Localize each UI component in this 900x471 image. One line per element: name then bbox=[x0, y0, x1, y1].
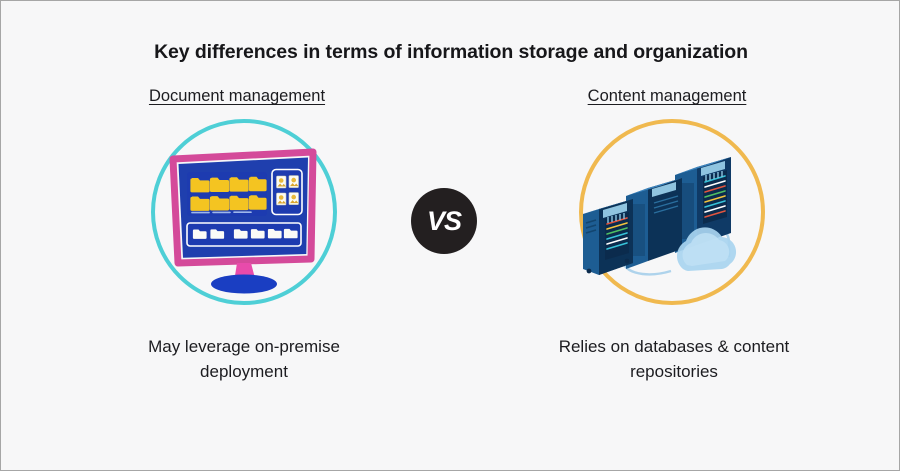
versus-label: VS bbox=[426, 205, 462, 236]
page-title: Key differences in terms of information … bbox=[154, 41, 748, 63]
left-column-caption: May leverage on-premise deployment bbox=[148, 337, 340, 381]
right-illustration-container bbox=[579, 119, 765, 305]
left-illustration-container bbox=[151, 119, 337, 305]
left-ring bbox=[151, 119, 337, 305]
server-racks-with-cloud-icon bbox=[579, 119, 765, 305]
right-ring bbox=[579, 119, 765, 305]
versus-badge: VS bbox=[411, 188, 477, 254]
desktop-monitor-with-folders-icon bbox=[151, 119, 337, 305]
left-column-heading: Document management bbox=[148, 87, 326, 105]
right-column-heading: Content management bbox=[587, 87, 747, 105]
right-column-caption: Relies on databases & content repositori… bbox=[558, 337, 790, 381]
